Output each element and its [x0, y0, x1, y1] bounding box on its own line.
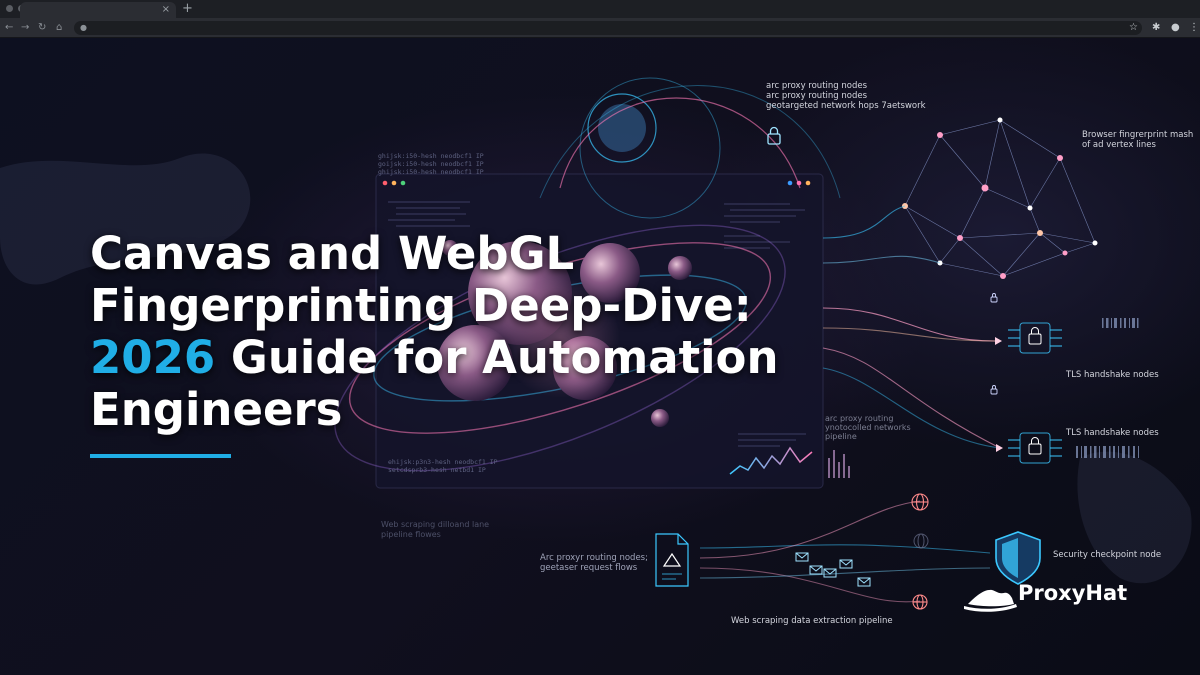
- label-security: Security checkpoint node: [1053, 550, 1162, 560]
- label-mid-3: pipeline: [825, 432, 857, 441]
- barcode-1: [1102, 318, 1139, 328]
- fingerprint-mesh: [904, 119, 1096, 277]
- label-routing-bottom-2: geetaser request flows: [540, 563, 638, 573]
- title-line-2: Fingerprinting Deep-Dive:: [90, 279, 752, 332]
- browser-toolbar: ← → ↻ ⌂ ● ☆ ✱ ● ⋮: [0, 18, 1200, 38]
- label-routing-top-1: arc proxy routing nodes: [766, 81, 868, 91]
- page-title: Canvas and WebGL Fingerprinting Deep-Div…: [90, 228, 910, 436]
- small-lock-icons: [990, 293, 998, 395]
- reload-icon[interactable]: ↻: [38, 22, 47, 33]
- barcode-2: [1076, 446, 1139, 458]
- label-routing-bottom-1: Arc proxyr routing nodes;: [540, 553, 648, 563]
- profile-icon[interactable]: ●: [1171, 22, 1180, 33]
- close-window-icon[interactable]: [6, 5, 13, 12]
- tls-handshake-node-1: [1008, 322, 1062, 354]
- tls-handshake-node-2: [1008, 432, 1062, 464]
- title-underline: [90, 454, 231, 458]
- extensions-icon[interactable]: ✱: [1152, 22, 1161, 33]
- globe-node-icons: [911, 493, 929, 610]
- label-routing-top-2: arc proxy routing nodes: [766, 91, 868, 101]
- connection-arrows: [995, 337, 1003, 452]
- label-faint-1: Web scraping dilloand lane: [381, 520, 490, 529]
- fingerprint-nodes: [902, 117, 1098, 279]
- connection-lines: [699, 205, 1001, 603]
- security-shield-icon: [995, 531, 1041, 585]
- tab-bar: × +: [0, 0, 1200, 18]
- globe-node-dim-icon: [913, 533, 929, 549]
- proxyhat-logo-icon: [964, 589, 1017, 612]
- code-snippet-left-top: ghijsk:i50-hesh neodbcf1 IP goijsk:i50-h…: [378, 152, 484, 176]
- lock-icon: [767, 126, 781, 145]
- label-routing-top-3: geotargeted network hops 7aetswork: [766, 101, 926, 111]
- world-map-outline: [0, 153, 1192, 584]
- label-mid-1: arc proxy routing: [825, 414, 894, 423]
- title-line-3: Guide for Automation: [215, 331, 779, 384]
- brand-logo: ProxyHat: [966, 578, 1127, 608]
- label-fingerprint-2: of ad vertex lines: [1082, 140, 1156, 150]
- hero-banner: ghijsk:i50-hesh neodbcf1 IP goijsk:i50-h…: [0, 38, 1200, 675]
- new-tab-button[interactable]: +: [182, 1, 193, 16]
- title-accent-year: 2026: [90, 331, 216, 384]
- title-line-4: Engineers: [90, 383, 343, 436]
- forward-icon[interactable]: →: [21, 22, 30, 33]
- label-tls-2: TLS handshake nodes: [1066, 428, 1159, 438]
- title-line-1: Canvas and WebGL: [90, 227, 575, 280]
- network-illustration: [0, 77, 1192, 612]
- label-faint-2: pipeline flowes: [381, 530, 441, 539]
- label-mid-2: ynotocolled networks: [825, 423, 911, 432]
- code-window: [334, 173, 850, 489]
- label-tls-1: TLS handshake nodes: [1066, 370, 1159, 380]
- globe-icon: [539, 77, 841, 219]
- tab-close-icon[interactable]: ×: [161, 4, 170, 15]
- label-fingerprint-1: Browser fingrerprint mash: [1082, 130, 1194, 140]
- label-pipeline: Web scraping data extraction pipeline: [731, 616, 893, 626]
- address-bar[interactable]: ●: [74, 21, 1142, 35]
- site-info-icon[interactable]: ●: [80, 23, 87, 32]
- envelope-icons: [795, 552, 871, 587]
- home-icon[interactable]: ⌂: [56, 22, 63, 33]
- menu-icon[interactable]: ⋮: [1189, 22, 1199, 33]
- brand-name: ProxyHat: [1018, 581, 1128, 605]
- active-tab[interactable]: ×: [20, 2, 176, 18]
- document-warning-icon: [655, 533, 689, 587]
- code-snippet-left-bottom: ehijsk:p3n3-hesh neodbcf1 IP setcdsprb3-…: [388, 458, 498, 474]
- back-icon[interactable]: ←: [5, 22, 14, 33]
- star-icon[interactable]: ☆: [1129, 22, 1138, 33]
